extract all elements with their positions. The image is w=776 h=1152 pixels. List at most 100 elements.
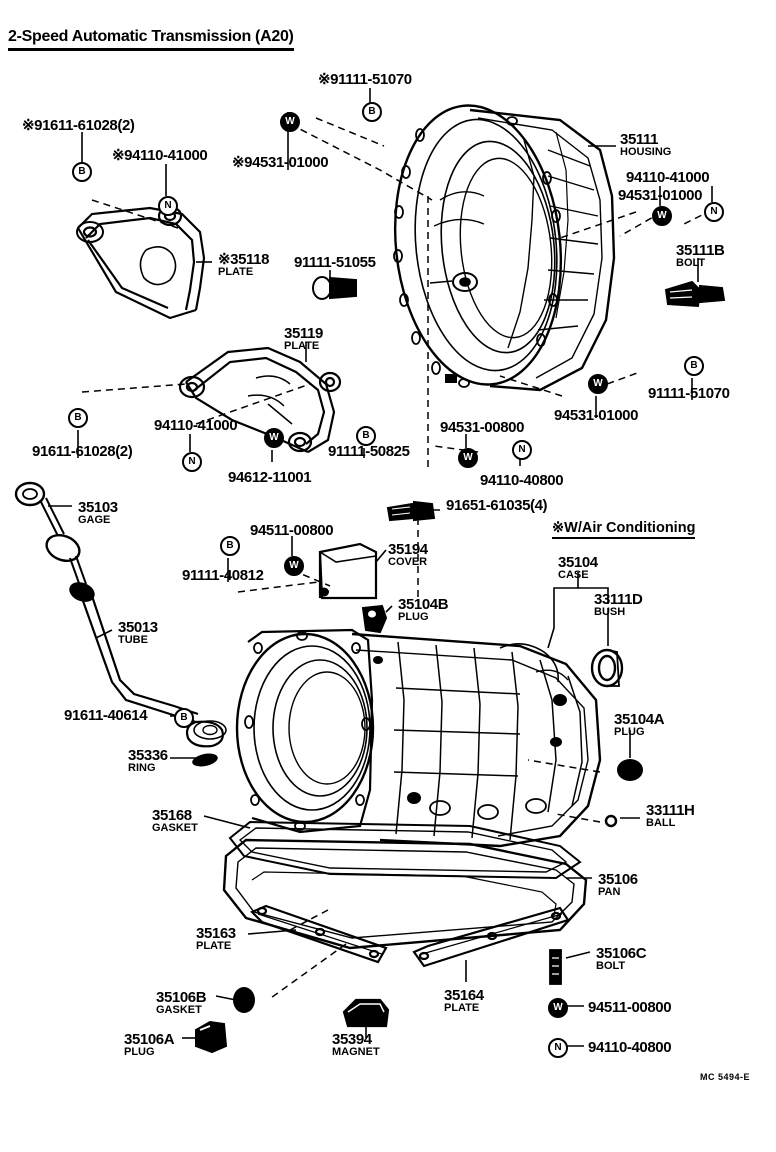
part-number: 91111-51070 (648, 385, 730, 402)
plate-35164-drawing (412, 906, 570, 968)
part-number: 94531-01000 (554, 407, 639, 424)
part-label-l3: ※94110-41000 (112, 147, 208, 164)
part-number: 35103 (78, 499, 118, 516)
part-label-l24: 91111-40812 (182, 568, 264, 583)
part-label-l15: 94110-41000 (154, 417, 238, 434)
part-number: 91611-61028(2) (32, 443, 133, 460)
part-number: 94511-00800 (250, 522, 334, 539)
part-description: BOLT (596, 960, 626, 972)
gasket-35168-drawing (228, 820, 582, 880)
page-title: 2-Speed Automatic Transmission (A20) (8, 28, 294, 51)
part-number: 94110-40800 (480, 472, 564, 489)
part-number: 35106B (156, 989, 207, 1006)
part-description: HOUSING (620, 146, 672, 158)
part-description: GASKET (152, 822, 198, 834)
part-number: ※94110-41000 (112, 147, 208, 164)
part-description: PLATE (444, 1002, 480, 1014)
part-number: 94110-41000 (154, 417, 238, 434)
part-label-l13: 94531-01000 (554, 408, 638, 423)
part-description: BALL (646, 817, 676, 829)
ring-35336-drawing (192, 753, 218, 767)
part-description: GASKET (156, 1004, 202, 1016)
part-number: 35194 (388, 541, 428, 558)
part-number: 35104B (398, 596, 449, 613)
marker-bolt-91111-50825: B (356, 426, 376, 446)
marker-bolt-91611-61028-lower: B (68, 408, 88, 428)
bolt-91111-51055-drawing (312, 276, 357, 300)
part-label-l12: 94531-00800 (440, 420, 524, 435)
footer-code: MC 5494-E (700, 1072, 751, 1082)
part-number: ※91111-51070 (318, 71, 412, 88)
marker-bolt-91111-51070-top: B (362, 102, 382, 122)
part-label-l6: 94110-41000 (626, 170, 710, 185)
part-description: PLATE (196, 940, 232, 952)
part-description: PLUG (398, 611, 429, 623)
part-number: 35119 (284, 325, 323, 342)
air-conditioning-note: ※W/Air Conditioning (552, 520, 696, 539)
marker-bolt-91611-61028-upper: B (72, 162, 92, 182)
part-number: 91111-40812 (182, 567, 264, 584)
marker-nut-94110-41000-lower: N (182, 452, 202, 472)
part-label-l39: 94511-00800 (588, 1000, 672, 1015)
part-number: 35163 (196, 925, 236, 942)
part-label-l18: 91111-50825 (328, 444, 410, 459)
part-number: 94612-11001 (228, 469, 312, 486)
bolt-91651-61035-drawing (386, 500, 436, 522)
part-number: 94531-01000 (618, 187, 703, 204)
part-number: ※35118 (218, 251, 270, 268)
part-number: 35336 (128, 747, 168, 764)
part-number: 91611-40614 (64, 707, 148, 724)
part-number: 91651-61035(4) (446, 497, 548, 514)
part-number: 35106A (124, 1031, 175, 1048)
part-description: PLATE (284, 340, 320, 352)
part-number: 35106 (598, 871, 638, 888)
marker-washer-94511-00800-cover: W (284, 556, 304, 576)
marker-bolt-91111-51070-mid: B (684, 356, 704, 376)
part-number: 35394 (332, 1031, 372, 1048)
part-description: RING (128, 762, 156, 774)
part-label-l1: ※91111-51070 (318, 72, 412, 87)
marker-washer-94612-11001: W (264, 428, 284, 448)
plate-35163-drawing (250, 904, 388, 964)
marker-nut-94110-40800-legend: N (548, 1038, 568, 1058)
part-label-l22: 94511-00800 (250, 522, 334, 539)
part-label-l16: 91611-61028(2) (32, 443, 133, 460)
part-number: 35013 (118, 619, 158, 636)
part-description: COVER (388, 556, 428, 568)
part-label-l7: 94531-01000 (618, 188, 702, 203)
part-number: 94531-00800 (440, 419, 525, 436)
part-number: ※91611-61028(2) (22, 117, 135, 134)
part-number: 35111B (676, 242, 725, 259)
marker-bolt-91611-40614: B (174, 708, 194, 728)
part-number: 33111H (646, 802, 695, 819)
marker-washer-94531-01000-mid: W (588, 374, 608, 394)
magnet-35394-drawing (342, 998, 390, 1028)
part-description: PAN (598, 886, 621, 898)
bolt-35106c-drawing (549, 949, 562, 985)
part-label-l2: ※91611-61028(2) (22, 118, 135, 133)
part-number: ※94531-01000 (232, 154, 329, 171)
part-label-l14: 91111-51070 (648, 386, 730, 401)
part-label-l30: 91611-40614 (64, 707, 148, 724)
part-number: 35111 (620, 131, 659, 148)
part-number: 35106C (596, 945, 647, 962)
part-description: PLUG (124, 1046, 155, 1058)
part-number: 35164 (444, 987, 484, 1004)
part-label-l20: 91651-61035(4) (446, 497, 548, 514)
